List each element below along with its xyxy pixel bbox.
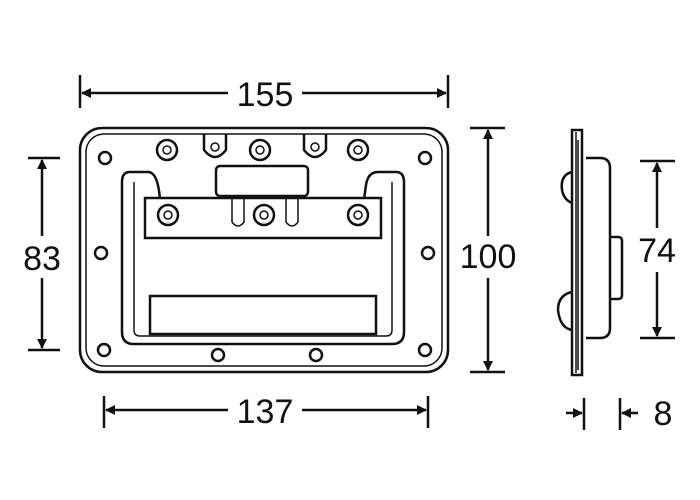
dimension-label-side-height: 74 — [638, 232, 676, 270]
mounting-holes — [93, 150, 436, 363]
side-latch — [610, 235, 624, 301]
dimension-155: 155 — [78, 75, 450, 114]
dimension-8: 8 — [566, 395, 672, 433]
side-hinge-top — [560, 170, 573, 205]
dimension-label-mounting-height: 83 — [23, 240, 61, 278]
dimension-label-overall-width: 155 — [237, 76, 294, 114]
top-tabs — [202, 134, 328, 159]
dimension-83: 83 — [23, 156, 61, 352]
side-view — [556, 128, 624, 377]
side-recess — [586, 156, 612, 340]
dimension-label-overall-height: 100 — [460, 238, 517, 276]
recess-inner-edge — [133, 182, 393, 337]
plate-inner-edge — [85, 133, 443, 367]
dimension-label-mounting-width: 137 — [237, 393, 294, 431]
dimension-label-depth: 8 — [654, 395, 673, 433]
dimension-137: 137 — [102, 393, 430, 431]
dimension-100: 100 — [460, 126, 517, 374]
side-hinge-bottom — [556, 290, 573, 332]
rivets — [155, 138, 370, 227]
dimension-74: 74 — [638, 159, 676, 340]
side-plate — [570, 128, 584, 377]
front-view — [78, 126, 450, 374]
spring-block — [214, 164, 310, 198]
plate-outline — [78, 126, 450, 374]
handle-grip — [148, 294, 378, 336]
spring-slots — [231, 198, 299, 227]
